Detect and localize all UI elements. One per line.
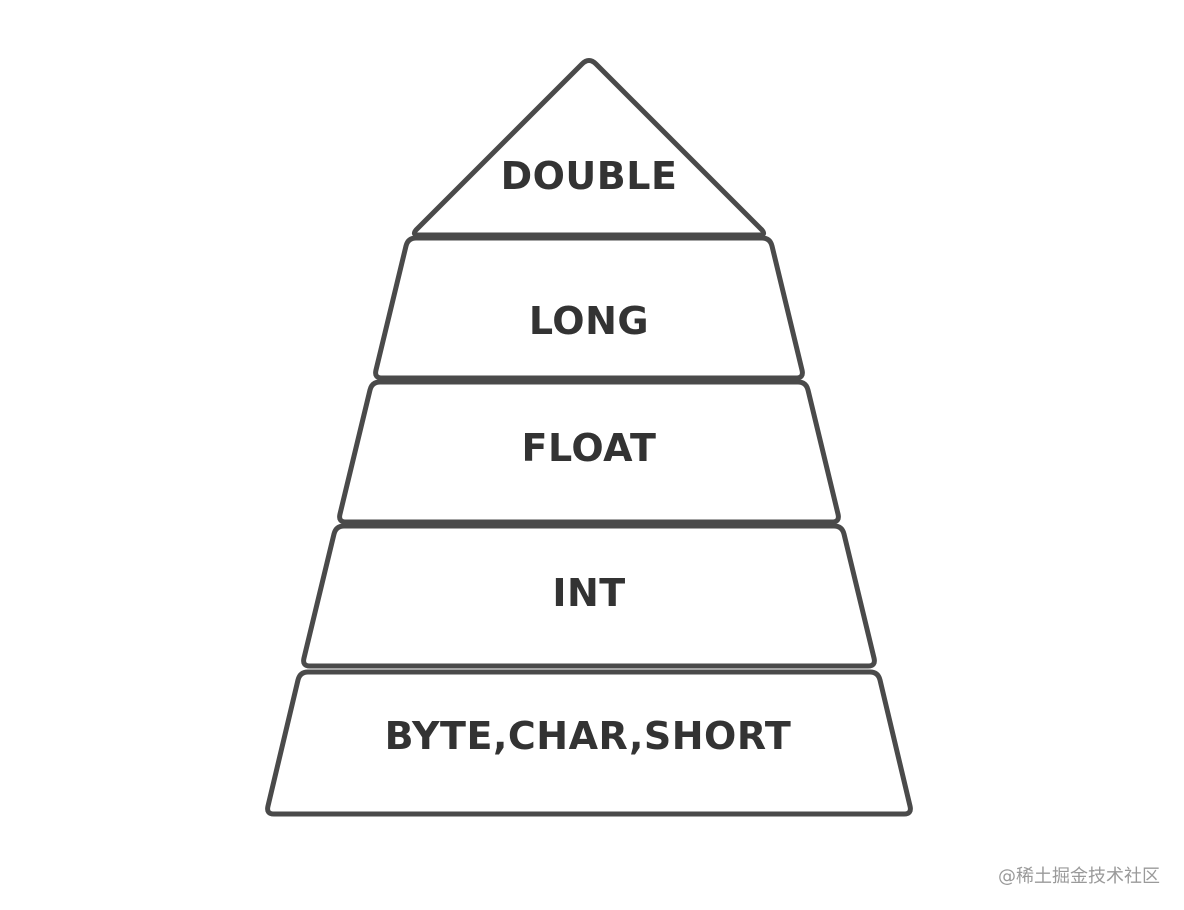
- tier-float: FLOAT: [337, 379, 841, 525]
- watermark-text: @稀土掘金技术社区: [998, 866, 1160, 887]
- tier-double-shape: [411, 58, 767, 238]
- tier-int: INT: [301, 523, 877, 669]
- tier-float-shape: [337, 379, 841, 525]
- tier-float-label: FLOAT: [522, 426, 657, 470]
- tier-long-label: LONG: [529, 299, 649, 343]
- tier-byte-char-short: BYTE,CHAR,SHORT: [265, 669, 913, 817]
- tier-double: DOUBLE: [411, 58, 767, 238]
- tier-long: LONG: [373, 235, 805, 381]
- tier-byte-char-short-shape: [265, 669, 913, 817]
- tier-byte-char-short-label: BYTE,CHAR,SHORT: [385, 714, 792, 758]
- tier-long-shape: [373, 235, 805, 381]
- tier-double-label: DOUBLE: [501, 154, 678, 198]
- tier-int-shape: [301, 523, 877, 669]
- tier-int-label: INT: [552, 571, 625, 615]
